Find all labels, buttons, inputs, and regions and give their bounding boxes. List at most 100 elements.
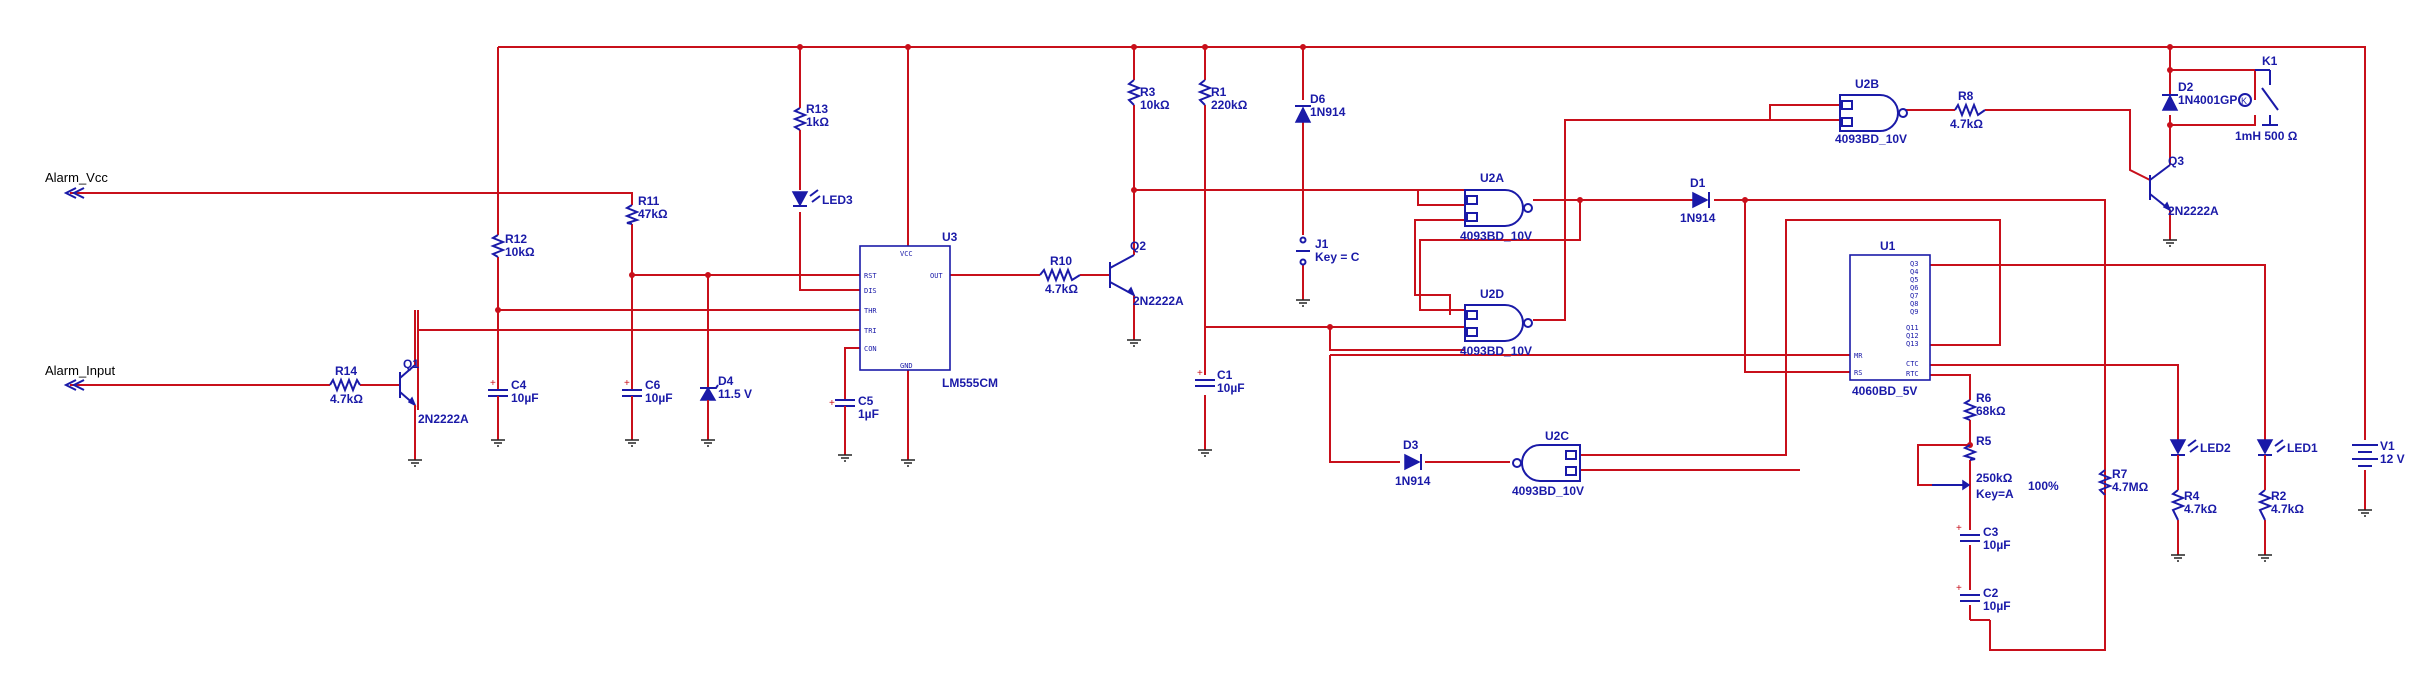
svg-text:R6: R6 <box>1976 391 1992 405</box>
svg-text:R2: R2 <box>2271 489 2287 503</box>
zener-d4: D4 11.5 V <box>699 374 752 440</box>
junctions <box>495 44 2173 448</box>
svg-text:10µF: 10µF <box>511 391 539 405</box>
svg-text:Q2: Q2 <box>1130 239 1146 253</box>
svg-text:LM555CM: LM555CM <box>942 376 998 390</box>
svg-text:4093BD_10V: 4093BD_10V <box>1512 484 1584 498</box>
svg-text:1kΩ: 1kΩ <box>806 115 829 129</box>
svg-text:R5: R5 <box>1976 434 1992 448</box>
resistor-r14: R14 4.7kΩ <box>329 364 363 406</box>
svg-text:R12: R12 <box>505 232 527 246</box>
svg-text:47kΩ: 47kΩ <box>638 207 668 221</box>
svg-text:10kΩ: 10kΩ <box>1140 98 1170 112</box>
svg-text:+: + <box>1956 583 1962 594</box>
svg-text:U2D: U2D <box>1480 287 1504 301</box>
svg-text:D4: D4 <box>718 374 734 388</box>
svg-text:+: + <box>829 398 835 409</box>
svg-text:Q13: Q13 <box>1906 340 1919 348</box>
svg-text:10µF: 10µF <box>1983 599 2011 613</box>
capacitor-c2: + C2 10µF <box>1956 583 2011 613</box>
svg-text:C4: C4 <box>511 378 527 392</box>
svg-text:4060BD_5V: 4060BD_5V <box>1852 384 1917 398</box>
diode-d2: D2 1N4001GP <box>2161 80 2237 111</box>
svg-text:68kΩ: 68kΩ <box>1976 404 2006 418</box>
svg-text:R11: R11 <box>638 194 660 208</box>
wires <box>70 46 2366 651</box>
svg-text:Q6: Q6 <box>1910 284 1918 292</box>
capacitor-c4: + C4 10µF <box>488 378 539 440</box>
svg-text:Q3: Q3 <box>1910 260 1918 268</box>
svg-text:1µF: 1µF <box>858 407 879 421</box>
svg-text:K1: K1 <box>2262 54 2278 68</box>
svg-text:J1: J1 <box>1315 237 1329 251</box>
relay-k1: K K1 1mH 500 Ω <box>2235 54 2298 143</box>
svg-text:+: + <box>624 378 630 389</box>
svg-text:R8: R8 <box>1958 89 1974 103</box>
svg-text:Key = C: Key = C <box>1315 250 1360 264</box>
resistor-r11: R11 47kΩ <box>624 194 668 225</box>
resistor-r10: R10 4.7kΩ <box>1039 254 1081 296</box>
svg-text:DIS: DIS <box>864 287 877 295</box>
svg-text:Q1: Q1 <box>403 357 419 371</box>
resistor-r3: R3 10kΩ <box>1126 79 1170 112</box>
svg-text:U1: U1 <box>1880 239 1896 253</box>
transistor-q1: Q1 2N2222A <box>399 310 469 460</box>
svg-text:+: + <box>1197 368 1203 379</box>
resistor-r13: R13 1kΩ <box>792 102 829 131</box>
capacitor-c5: + C5 1µF <box>829 394 879 455</box>
nand-u2c: U2C 4093BD_10V <box>1512 429 1584 498</box>
svg-text:R14: R14 <box>335 364 357 378</box>
resistor-r4: R4 4.7kΩ <box>2170 489 2217 521</box>
svg-text:4.7kΩ: 4.7kΩ <box>2271 502 2304 516</box>
diode-d3: D3 1N914 <box>1395 438 1431 488</box>
svg-text:Q12: Q12 <box>1906 332 1919 340</box>
svg-text:VCC: VCC <box>900 250 913 258</box>
led-led1: LED1 <box>2256 439 2318 490</box>
svg-text:C3: C3 <box>1983 525 1999 539</box>
svg-text:2N2222A: 2N2222A <box>1133 294 1184 308</box>
svg-text:CTC: CTC <box>1906 360 1919 368</box>
svg-text:RST: RST <box>864 272 877 280</box>
port-alarm-input: Alarm_Input <box>45 363 115 391</box>
diode-d6: D6 1N914 <box>1294 92 1346 123</box>
svg-text:10kΩ: 10kΩ <box>505 245 535 259</box>
resistor-r2: R2 4.7kΩ <box>2257 489 2304 521</box>
svg-text:4.7MΩ: 4.7MΩ <box>2112 480 2149 494</box>
svg-text:10µF: 10µF <box>645 391 673 405</box>
svg-text:220kΩ: 220kΩ <box>1211 98 1248 112</box>
svg-text:V1: V1 <box>2380 439 2395 453</box>
svg-text:CON: CON <box>864 345 877 353</box>
svg-text:4093BD_10V: 4093BD_10V <box>1835 132 1907 146</box>
svg-text:LED2: LED2 <box>2200 441 2231 455</box>
transistor-q3: Q3 2N2222A <box>2149 154 2219 218</box>
ground-symbols <box>408 239 2372 562</box>
svg-text:U3: U3 <box>942 230 958 244</box>
svg-text:Key=A: Key=A <box>1976 487 2014 501</box>
svg-text:D1: D1 <box>1690 176 1706 190</box>
svg-text:R13: R13 <box>806 102 828 116</box>
svg-text:R4: R4 <box>2184 489 2200 503</box>
resistor-r1: R1 220kΩ <box>1197 79 1248 112</box>
svg-text:LED1: LED1 <box>2287 441 2318 455</box>
svg-text:R7: R7 <box>2112 467 2128 481</box>
switch-j1: J1 Key = C <box>1296 236 1360 266</box>
svg-text:C2: C2 <box>1983 586 1999 600</box>
svg-text:4.7kΩ: 4.7kΩ <box>2184 502 2217 516</box>
svg-text:1N4001GP: 1N4001GP <box>2178 93 2237 107</box>
resistor-r6: R6 68kΩ <box>1961 391 2006 421</box>
svg-text:100%: 100% <box>2028 479 2059 493</box>
transistor-q2: Q2 2N2222A <box>1109 239 1184 308</box>
ic-u3-lm555: RST DIS THR TRI CON VCC OUT GND U3 LM555… <box>859 230 998 390</box>
potentiometer-r5: R5 250kΩ Key=A 100% <box>1932 434 2059 501</box>
svg-text:4.7kΩ: 4.7kΩ <box>330 392 363 406</box>
resistor-r7: R7 4.7MΩ <box>2097 467 2149 650</box>
svg-text:U2B: U2B <box>1855 77 1879 91</box>
svg-text:R3: R3 <box>1140 85 1156 99</box>
svg-text:1N914: 1N914 <box>1680 211 1716 225</box>
svg-text:Q8: Q8 <box>1910 300 1918 308</box>
svg-text:R10: R10 <box>1050 254 1072 268</box>
svg-text:1mH 500 Ω: 1mH 500 Ω <box>2235 129 2298 143</box>
svg-text:U2A: U2A <box>1480 171 1504 185</box>
svg-text:RS: RS <box>1854 369 1862 377</box>
